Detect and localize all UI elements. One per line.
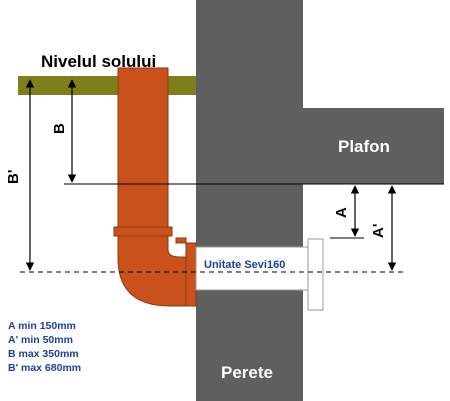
unit-grille	[307, 238, 324, 311]
ventilation-pipe	[113, 67, 197, 307]
ground-level-label: Nivelul solului	[41, 52, 156, 71]
ground-strip	[18, 76, 196, 95]
dimension-a-label: A	[333, 207, 350, 218]
wall-label: Perete	[221, 363, 273, 382]
unit-label: Unitate Sevi160	[204, 259, 285, 271]
wall	[196, 0, 303, 401]
spec-list: A min 150mm A' min 50mm B max 350mm B' m…	[8, 320, 81, 374]
spec-item: B' max 680mm	[8, 362, 81, 374]
spec-item: B max 350mm	[8, 348, 79, 360]
ceiling-slab	[196, 108, 444, 184]
spec-item: A min 150mm	[8, 320, 76, 332]
unit-body	[195, 246, 309, 291]
spec-item: A' min 50mm	[8, 334, 73, 346]
dimension-b-label: B	[51, 123, 68, 134]
dimension-b-prime-label: B'	[5, 170, 22, 184]
dimension-a-prime-label: A'	[370, 224, 387, 238]
ceiling-label: Plafon	[338, 137, 390, 156]
